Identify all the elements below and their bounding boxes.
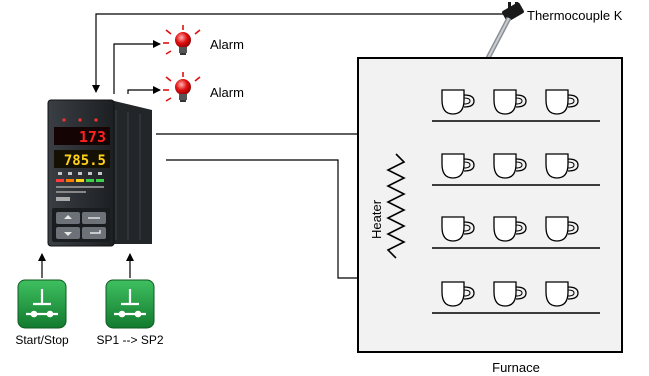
push-switch-icon: [114, 289, 146, 318]
pv-display: 173: [79, 128, 106, 146]
push-switch-icon: [26, 289, 58, 318]
sv-display: 785.5: [64, 153, 106, 169]
cup-icon: [545, 89, 579, 115]
cup-icon: [441, 153, 475, 179]
switch-wires: [38, 253, 134, 278]
alarm-wire-1: [113, 40, 161, 94]
light-bulb-icon: [163, 72, 201, 102]
alarm-wire-2: [127, 86, 161, 94]
temperature-controller: 173 785.5: [47, 99, 152, 247]
cup-icon: [441, 281, 475, 307]
cup-icon: [545, 153, 579, 179]
cup-icon: [493, 153, 527, 179]
cup-icon: [441, 216, 475, 242]
setpoint-switch-label: SP1 --> SP2: [96, 333, 163, 347]
cup-icon: [545, 216, 579, 242]
cup-icon: [545, 281, 579, 307]
furnace-label: Furnace: [492, 360, 540, 375]
thermocouple-wire: [92, 13, 512, 93]
furnace-shelves: [432, 120, 600, 314]
start-stop-label: Start/Stop: [15, 333, 69, 347]
start-stop-switch[interactable]: [17, 279, 67, 329]
cup-icon: [493, 281, 527, 307]
thermocouple-probe-icon: [484, 2, 524, 62]
alarm-label-1: Alarm: [210, 37, 244, 52]
thermocouple-label: Thermocouple K: [527, 8, 623, 23]
cup-icon: [441, 89, 475, 115]
cup-icon: [493, 89, 527, 115]
heater-coil: [386, 153, 406, 259]
cup-icon: [493, 216, 527, 242]
furnace-chamber: [357, 57, 623, 353]
setpoint-switch[interactable]: [105, 279, 155, 329]
alarm-label-2: Alarm: [210, 85, 244, 100]
heater-label: Heater: [369, 199, 384, 239]
light-bulb-icon: [163, 25, 201, 55]
